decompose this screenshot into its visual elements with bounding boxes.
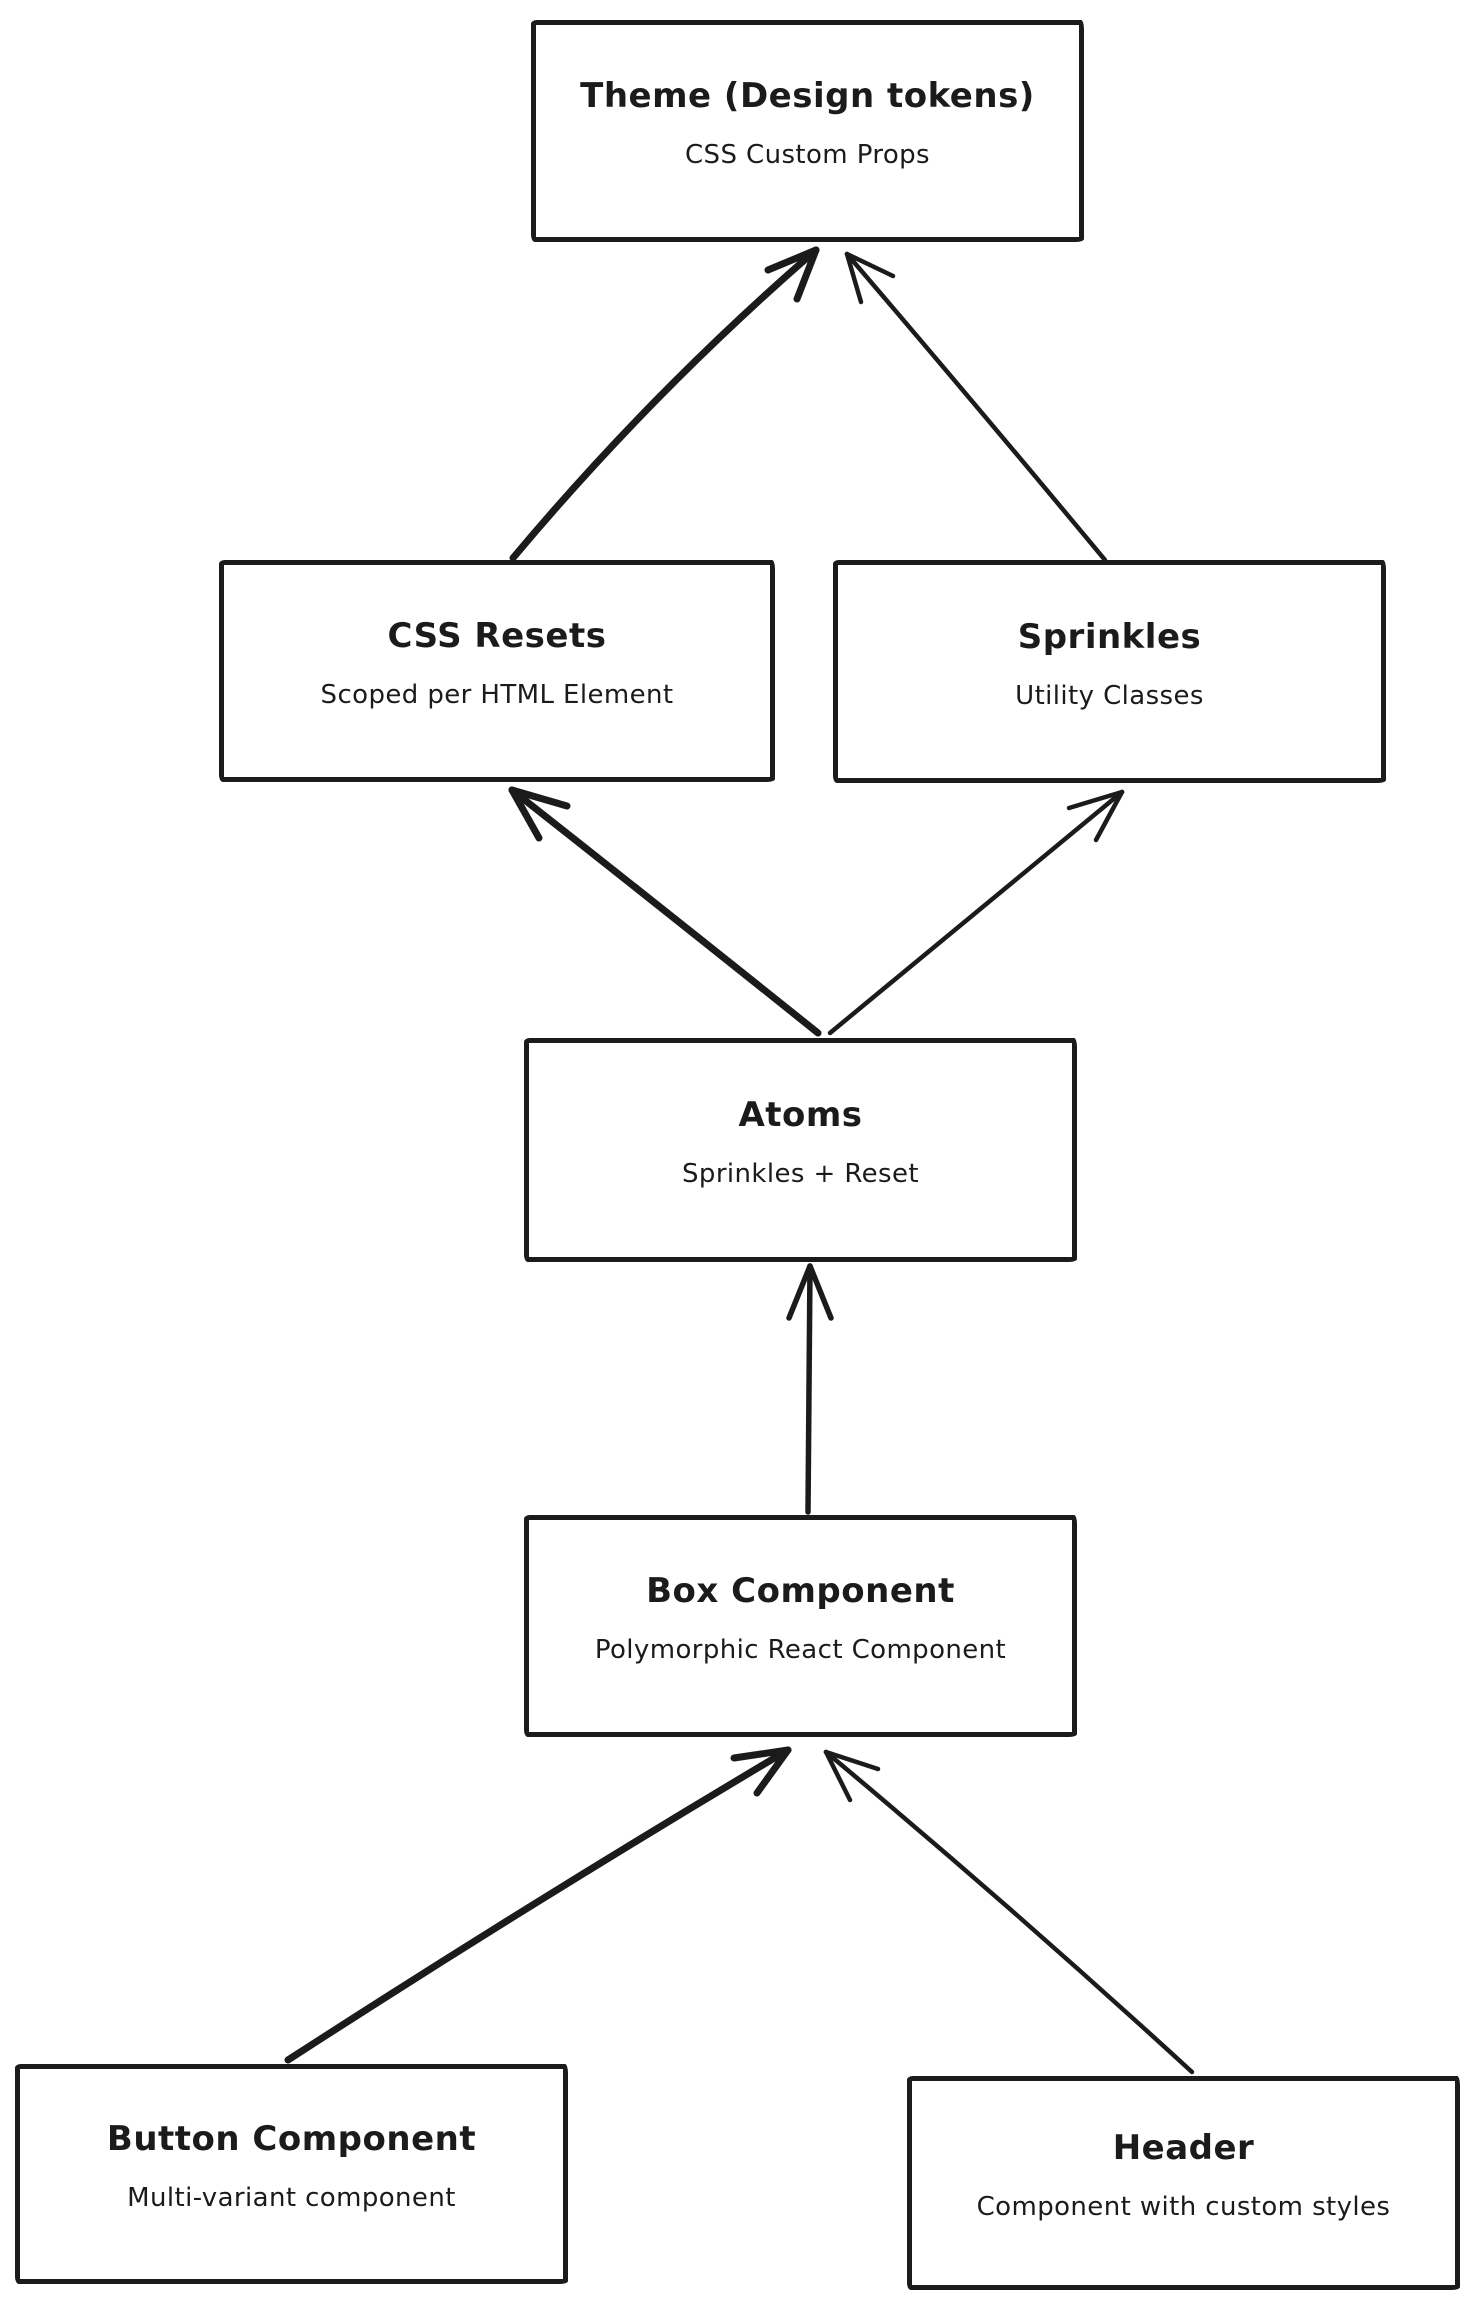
node-button-component-title: Button Component xyxy=(106,2119,477,2159)
arrow-sprinkles-to-theme xyxy=(844,251,1108,563)
node-button-component: Button Component Multi-variant component xyxy=(15,2064,568,2284)
node-box-component-subtitle: Polymorphic React Component xyxy=(594,1635,1007,1665)
node-css-resets: CSS Resets Scoped per HTML Element xyxy=(219,560,775,782)
node-theme: Theme (Design tokens) CSS Custom Props xyxy=(531,20,1084,242)
node-sprinkles-title: Sprinkles xyxy=(1017,616,1202,657)
node-css-resets-title: CSS Resets xyxy=(387,616,607,656)
node-header-subtitle: Component with custom styles xyxy=(976,2192,1391,2222)
node-atoms: Atoms Sprinkles + Reset xyxy=(524,1038,1077,1262)
arrow-atoms-to-sprinkles xyxy=(827,789,1125,1036)
node-header-title: Header xyxy=(1112,2128,1255,2168)
node-header: Header Component with custom styles xyxy=(907,2076,1460,2290)
node-atoms-subtitle: Sprinkles + Reset xyxy=(682,1159,919,1189)
node-sprinkles: Sprinkles Utility Classes xyxy=(833,560,1386,783)
node-theme-title: Theme (Design tokens) xyxy=(580,76,1035,116)
node-atoms-title: Atoms xyxy=(738,1095,863,1135)
node-css-resets-subtitle: Scoped per HTML Element xyxy=(320,680,674,710)
node-button-component-subtitle: Multi-variant component xyxy=(127,2183,456,2213)
arrow-box-component-to-atoms xyxy=(786,1263,834,1515)
node-sprinkles-subtitle: Utility Classes xyxy=(1015,680,1204,711)
arrow-header-to-box-component xyxy=(823,1749,1195,2075)
arrow-button-component-to-box-component xyxy=(284,1746,792,2064)
node-theme-subtitle: CSS Custom Props xyxy=(685,140,930,170)
node-box-component: Box Component Polymorphic React Componen… xyxy=(524,1515,1077,1737)
node-box-component-title: Box Component xyxy=(646,1571,955,1611)
arrow-atoms-to-css-resets xyxy=(508,786,822,1037)
arrow-css-resets-to-theme xyxy=(509,246,820,562)
